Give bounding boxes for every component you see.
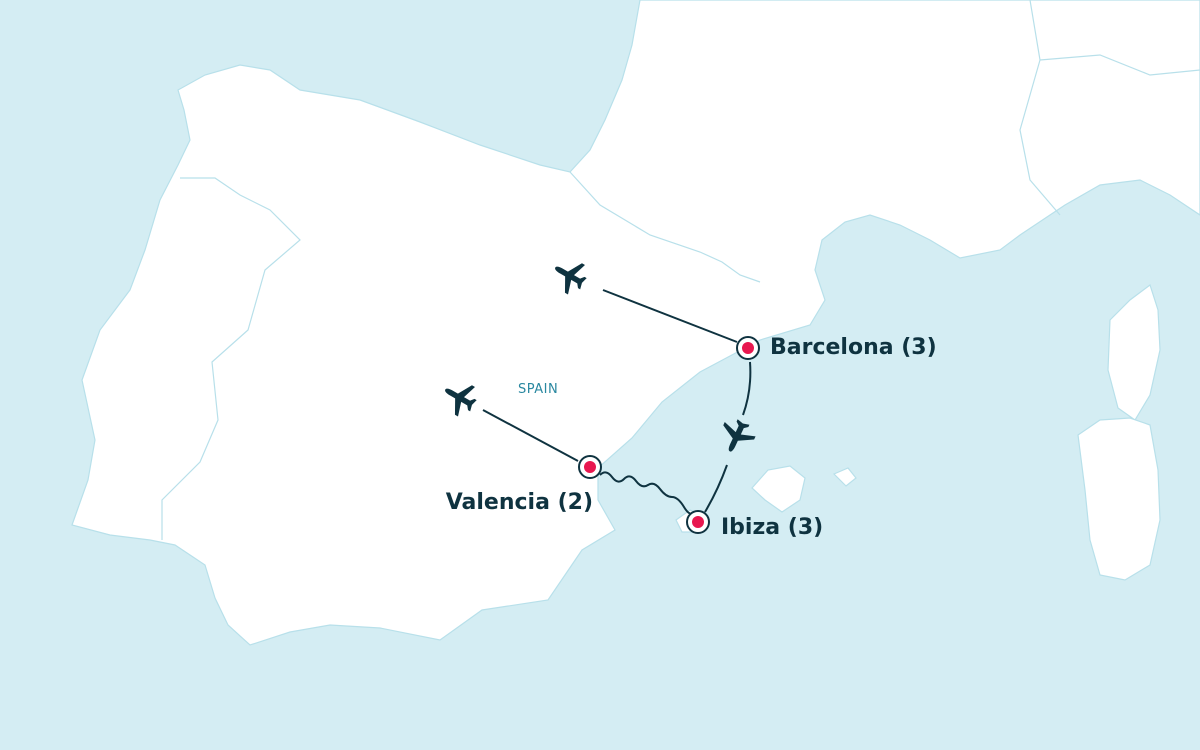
sardinia [1077,417,1161,581]
borders [161,0,1200,540]
italy-border [1019,0,1061,216]
portugal-border [161,177,301,540]
stop-markers [578,336,760,534]
stop-label-valencia: Valencia (2) [445,490,593,515]
pyrenees-border [569,171,761,283]
route-ferry [599,471,695,515]
mallorca [751,465,806,513]
marker-valencia[interactable] [578,455,602,479]
menorca [832,467,857,487]
marker-barcelona[interactable] [736,336,760,360]
land [71,0,1200,646]
route-flight-in [602,289,738,343]
plane-icon [714,414,759,459]
route-barcelona-plane [742,361,752,416]
route-plane-ibiza [704,464,728,513]
stop-label-ibiza: Ibiza (3) [721,515,824,540]
mainland [71,0,1200,646]
route-flight-out [482,409,579,462]
country-label-spain: SPAIN [518,382,559,397]
swiss-border [1039,54,1200,76]
routes [482,289,752,515]
marker-ibiza[interactable] [686,510,710,534]
stop-label-barcelona: Barcelona (3) [770,335,937,360]
corsica [1107,284,1161,421]
